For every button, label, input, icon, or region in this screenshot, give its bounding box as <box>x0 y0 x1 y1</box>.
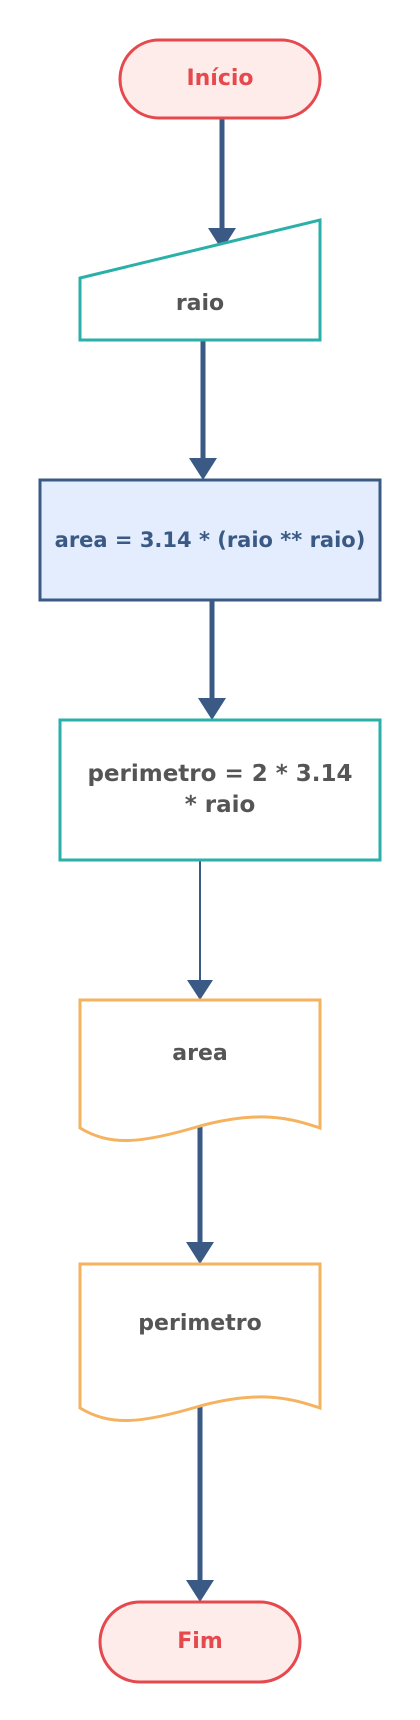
arrowhead-process-area <box>189 458 217 480</box>
arrowhead-output-perimeter <box>186 1242 214 1264</box>
process-area-shape <box>38 478 382 602</box>
arrowhead-end <box>186 1580 214 1602</box>
start-terminal-label: Início <box>186 66 254 92</box>
output-area-document-shape <box>78 998 322 1142</box>
output-area-label: area <box>172 1041 228 1067</box>
arrowhead-input <box>208 228 236 250</box>
output-perimeter-label: perimetro <box>138 1311 262 1337</box>
process-perimeter-shape <box>58 718 382 862</box>
process-area-label: area = 3.14 * (raio ** raio) <box>54 527 366 552</box>
connectors <box>186 118 236 1602</box>
arrowhead-output-area <box>187 980 213 1000</box>
start-terminal-shape <box>118 38 322 120</box>
end-terminal-shape <box>98 1600 302 1684</box>
process-perimeter-label: perimetro = 2 * 3.14 * raio <box>87 760 353 818</box>
input-shape <box>78 218 322 342</box>
arrowhead-process-perimeter <box>198 698 226 720</box>
end-terminal-label: Fim <box>177 1629 223 1655</box>
output-perimeter-document-shape <box>78 1262 322 1422</box>
input-label: raio <box>175 291 225 317</box>
